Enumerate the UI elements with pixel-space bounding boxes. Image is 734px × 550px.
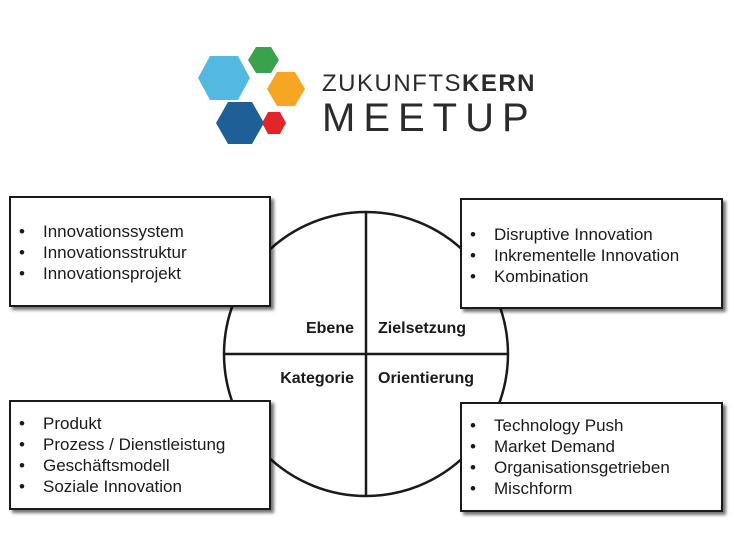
quadrant-label-orientierung: Orientierung (378, 370, 475, 387)
quadrant-label-zielsetzung: Zielsetzung (378, 320, 467, 337)
list-item: Market Demand (462, 436, 721, 457)
list-orientierung: Technology Push Market Demand Organisati… (462, 415, 721, 499)
brand-subtitle: MEETUP (322, 96, 537, 140)
list-item: Soziale Innovation (11, 476, 269, 497)
list-zielsetzung: Disruptive Innovation Inkrementelle Inno… (462, 224, 721, 287)
quadrant-label-ebene: Ebene (305, 320, 354, 337)
list-item: Innovationsstruktur (11, 242, 269, 263)
logo-hexagon-green (248, 47, 279, 73)
list-item: Inkrementelle Innovation (462, 245, 721, 266)
box-ebene: Innovationssystem Innovationsstruktur In… (9, 196, 271, 307)
list-item: Produkt (11, 413, 269, 434)
list-item: Organisationsgetrieben (462, 457, 721, 478)
list-ebene: Innovationssystem Innovationsstruktur In… (11, 221, 269, 284)
quadrant-label-kategorie: Kategorie (280, 370, 354, 387)
logo-hexagon-darkblue (216, 102, 264, 144)
list-item: Disruptive Innovation (462, 224, 721, 245)
logo-hexagon-orange (267, 72, 305, 106)
list-item: Innovationssystem (11, 221, 269, 242)
list-item: Mischform (462, 478, 721, 499)
box-kategorie: Produkt Prozess / Dienstleistung Geschäf… (9, 400, 271, 510)
logo-hexagon-red (262, 112, 286, 134)
list-item: Technology Push (462, 415, 721, 436)
list-kategorie: Produkt Prozess / Dienstleistung Geschäf… (11, 413, 269, 497)
list-item: Geschäftsmodell (11, 455, 269, 476)
list-item: Innovationsprojekt (11, 263, 269, 284)
brand-name: ZUKUNFTSKERN (322, 70, 537, 97)
zukunftskern-logo-icon (198, 47, 305, 144)
list-item: Kombination (462, 266, 721, 287)
logo-hexagon-lightblue (198, 56, 250, 100)
box-orientierung: Technology Push Market Demand Organisati… (460, 402, 723, 512)
box-zielsetzung: Disruptive Innovation Inkrementelle Inno… (460, 198, 723, 309)
list-item: Prozess / Dienstleistung (11, 434, 269, 455)
